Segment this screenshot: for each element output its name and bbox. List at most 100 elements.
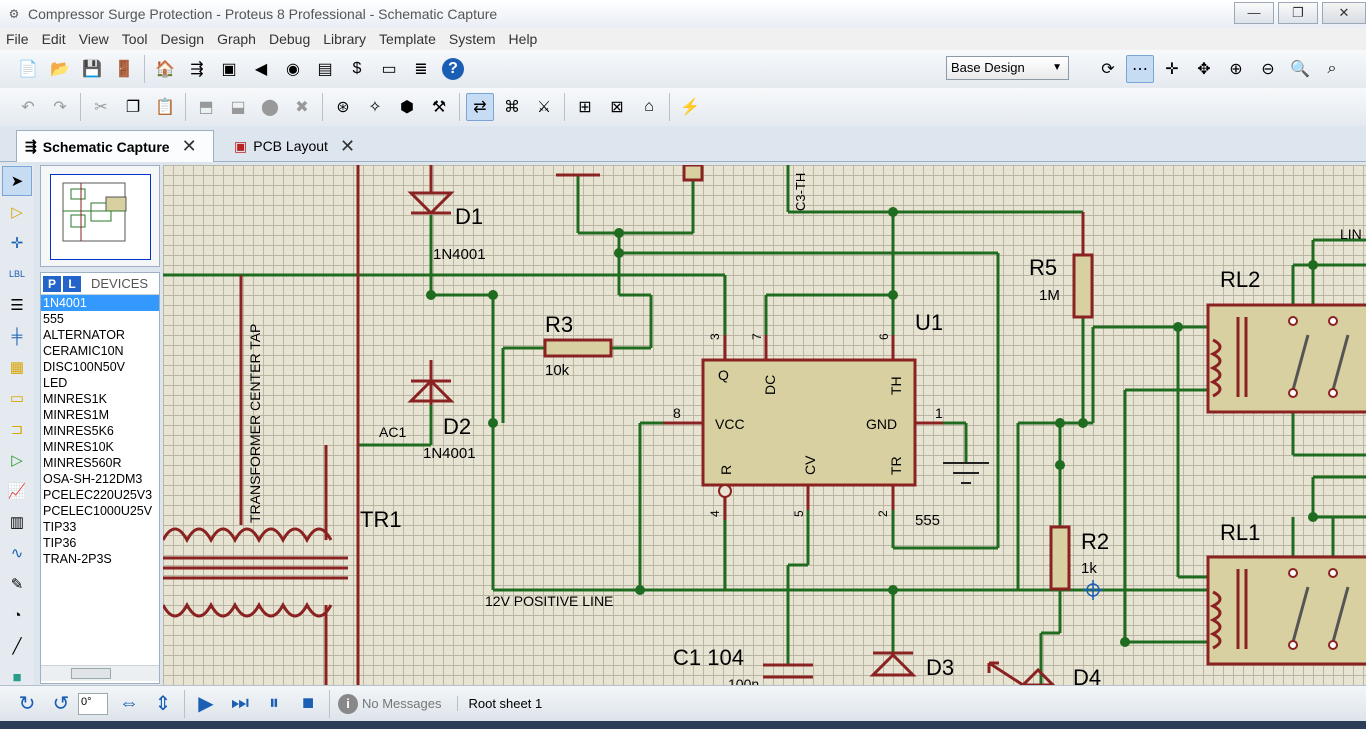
grid-toggle-icon[interactable]: ⋯: [1126, 55, 1154, 83]
device-list-item[interactable]: TIP36: [43, 536, 77, 550]
buses-icon[interactable]: ╪: [11, 327, 23, 345]
menu-design[interactable]: Design: [160, 31, 205, 47]
schematic-canvas[interactable]: D1 1N4001 D2 1N4001 R3 10k R5 1M R2 1k U…: [163, 165, 1366, 685]
zoom-in-icon[interactable]: ⊕: [1229, 61, 1243, 78]
pcb-icon[interactable]: ▣: [221, 61, 237, 78]
close-project-icon[interactable]: 🚪: [114, 61, 134, 78]
device-list-item[interactable]: CERAMIC10N: [43, 344, 124, 358]
save-icon[interactable]: 💾: [82, 61, 102, 78]
overview-window[interactable]: [40, 165, 160, 267]
selection-mode-icon[interactable]: ➤: [2, 166, 32, 196]
rotate-clockwise-icon[interactable]: ↻: [18, 693, 36, 715]
menu-debug[interactable]: Debug: [268, 31, 311, 47]
component-mode-icon[interactable]: ▷: [11, 204, 23, 221]
mirror-horizontal-icon[interactable]: ⇔: [119, 692, 139, 714]
text-script-icon[interactable]: ☰: [10, 297, 24, 314]
schematic-icon[interactable]: ⇶: [190, 61, 204, 78]
play-icon[interactable]: ▶: [198, 693, 214, 715]
close-button[interactable]: ✕: [1322, 2, 1366, 24]
redo-icon[interactable]: ↷: [53, 99, 67, 116]
home-icon[interactable]: 🏠: [155, 61, 175, 78]
property-assignment-icon[interactable]: ⚔: [536, 99, 552, 116]
pick-devices-button[interactable]: P: [43, 275, 61, 292]
undo-icon[interactable]: ↶: [21, 99, 35, 116]
junction-dot-icon[interactable]: ✛: [10, 235, 24, 252]
mirror-vertical-icon[interactable]: ⇕: [154, 693, 172, 715]
device-list-item[interactable]: MINRES10K: [43, 440, 114, 454]
block-delete-icon[interactable]: ✖: [295, 99, 309, 116]
refresh-icon[interactable]: ⟳: [1101, 61, 1115, 78]
block-copy-icon[interactable]: ⬒: [198, 99, 214, 116]
device-list-item[interactable]: MINRES1M: [43, 408, 109, 422]
open-folder-icon[interactable]: 📂: [50, 61, 70, 78]
tab-pcb-layout[interactable]: ▣ PCB Layout ✕: [226, 130, 368, 162]
device-pins-icon[interactable]: ⊐: [10, 421, 24, 438]
make-device-icon[interactable]: ✧: [368, 99, 382, 116]
library-manager-button[interactable]: L: [63, 275, 81, 292]
cut-icon[interactable]: ✂: [94, 99, 108, 116]
device-list-item[interactable]: DISC100N50V: [43, 360, 125, 374]
subcircuit-icon[interactable]: ▦: [9, 359, 25, 376]
virtual-instruments-icon[interactable]: ◔: [12, 606, 22, 624]
wire-autorouter-icon[interactable]: ⇄: [466, 93, 494, 121]
packaging-tool-icon[interactable]: ⬢: [400, 99, 414, 116]
pan-icon[interactable]: ✥: [1197, 61, 1211, 78]
bill-of-materials-icon[interactable]: $: [352, 60, 362, 77]
close-tab-icon[interactable]: ✕: [339, 135, 356, 156]
menu-template[interactable]: Template: [379, 31, 436, 47]
zoom-all-icon[interactable]: 🔍: [1290, 61, 1310, 78]
menu-edit[interactable]: Edit: [41, 31, 66, 47]
graph-icon[interactable]: ▷: [11, 452, 23, 469]
device-list-item[interactable]: LED: [43, 376, 68, 390]
tape-recorder-icon[interactable]: ▥: [9, 514, 25, 531]
device-list-item[interactable]: 555: [43, 312, 64, 326]
device-list-item[interactable]: OSA-SH-212DM3: [43, 472, 143, 486]
voltage-probe-icon[interactable]: ✎: [10, 576, 24, 593]
menu-library[interactable]: Library: [323, 31, 367, 47]
paste-icon[interactable]: 📋: [155, 99, 175, 116]
rotation-angle-input[interactable]: 0°: [78, 692, 108, 715]
pick-device-icon[interactable]: ⊛: [336, 99, 350, 116]
maximize-button[interactable]: ❐: [1278, 2, 1318, 24]
help-icon[interactable]: ?: [439, 55, 467, 83]
zoom-area-icon[interactable]: ⌕: [1327, 60, 1337, 77]
box-icon[interactable]: ■: [12, 668, 22, 686]
minimize-button[interactable]: —: [1234, 2, 1274, 24]
search-icon[interactable]: ⌘: [504, 99, 520, 116]
origin-icon[interactable]: ✛: [1165, 61, 1179, 78]
generator-icon[interactable]: ∿: [10, 545, 24, 562]
copy-icon[interactable]: ❐: [125, 99, 141, 116]
zoom-out-icon[interactable]: ⊖: [1261, 61, 1275, 78]
app-icon[interactable]: ⚙: [8, 7, 20, 21]
stop-icon[interactable]: ■: [301, 692, 315, 714]
remove-sheet-icon[interactable]: ⊠: [610, 99, 624, 116]
new-file-icon[interactable]: 📄: [18, 61, 38, 78]
menu-tool[interactable]: Tool: [121, 31, 148, 47]
device-list-item[interactable]: MINRES1K: [43, 392, 107, 406]
menu-file[interactable]: File: [6, 31, 29, 47]
close-tab-icon[interactable]: ✕: [181, 136, 197, 156]
device-list-item[interactable]: PCELEC1000U25V: [43, 504, 153, 518]
scrollbar-thumb[interactable]: [71, 668, 111, 679]
line-icon[interactable]: ╱: [12, 638, 22, 655]
step-icon[interactable]: ⏭: [231, 692, 249, 714]
active-popup-icon[interactable]: 📈: [7, 483, 27, 500]
block-move-icon[interactable]: ⬓: [230, 99, 246, 116]
rotate-anticlockwise-icon[interactable]: ↺: [52, 693, 70, 715]
device-list-item[interactable]: ALTERNATOR: [43, 328, 125, 342]
menu-graph[interactable]: Graph: [217, 31, 256, 47]
device-list-item[interactable]: PCELEC220U25V3: [43, 488, 153, 502]
notes-icon[interactable]: ≣: [414, 61, 428, 78]
exit-to-parent-icon[interactable]: ⌂: [644, 98, 654, 115]
source-code-icon[interactable]: ▭: [381, 61, 397, 78]
overview-frame[interactable]: [50, 174, 151, 260]
3d-visualizer-icon[interactable]: ◀: [254, 61, 268, 78]
gerber-viewer-icon[interactable]: ◉: [286, 61, 300, 78]
device-list-scrollbar[interactable]: [41, 665, 159, 681]
new-sheet-icon[interactable]: ⊞: [578, 99, 592, 116]
device-list-item[interactable]: TIP33: [43, 520, 77, 534]
block-rotate-icon[interactable]: ⬤: [261, 99, 279, 116]
decompose-icon[interactable]: ⚒: [431, 99, 447, 116]
terminals-icon[interactable]: ▭: [9, 390, 25, 407]
electrical-rule-check-icon[interactable]: ⚡: [680, 99, 700, 116]
